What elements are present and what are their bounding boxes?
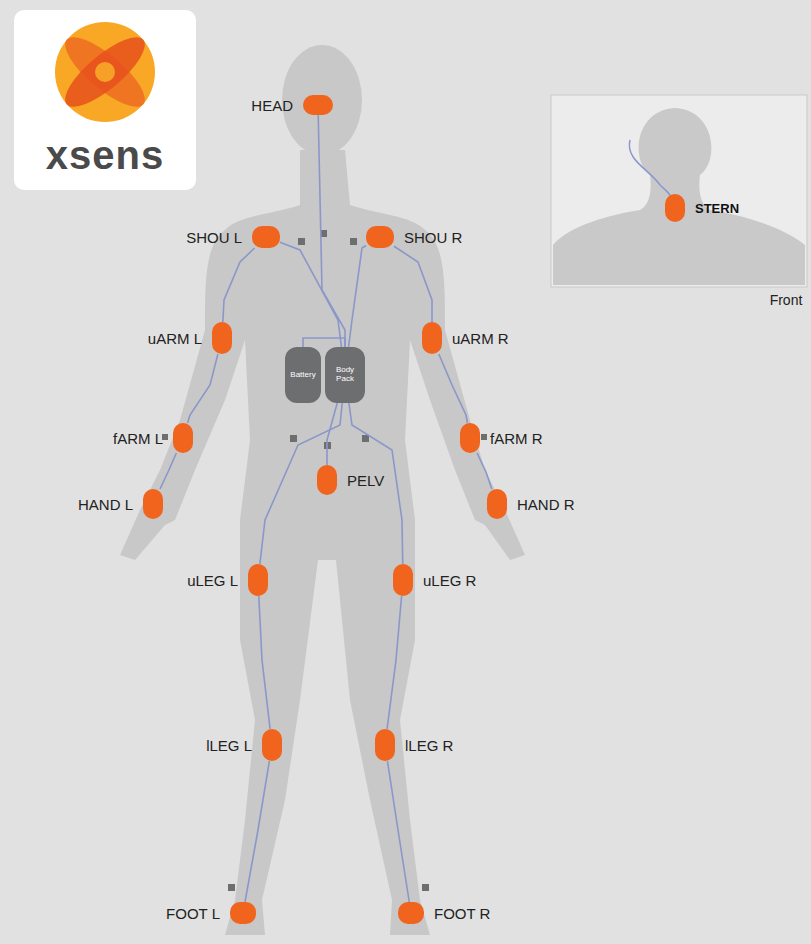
sensor-wire	[259, 596, 270, 729]
sensor-node: uARM L	[212, 322, 232, 354]
sensor-wire	[223, 248, 255, 322]
sensor-wire	[303, 338, 345, 347]
sensor-node: FOOT L	[230, 902, 256, 924]
logo-mark	[55, 22, 155, 122]
sensor-wire	[394, 246, 432, 322]
inset-panel	[551, 95, 807, 287]
sensor-node: lLEG R	[375, 729, 395, 761]
sensor-node: SHOU R	[366, 226, 394, 248]
sensor-node: fARM R	[460, 423, 480, 453]
sensor-node: HEAD	[303, 95, 333, 115]
sensor-node: uLEG R	[393, 564, 413, 596]
pack-box: Body Pack	[325, 347, 365, 403]
sensor-label: uARM R	[452, 330, 509, 347]
sensor-label: STERN	[695, 201, 739, 216]
sensor-wire	[318, 115, 345, 347]
sensor-node: uLEG L	[248, 564, 268, 596]
sensor-label: PELV	[347, 472, 384, 489]
sensor-node: SHOU L	[252, 226, 280, 248]
sternum-wire	[629, 140, 672, 200]
sensor-label: fARM L	[113, 430, 163, 447]
sensor-label: HAND L	[78, 496, 133, 513]
sensor-label: SHOU R	[404, 229, 462, 246]
sensor-wire	[439, 354, 468, 423]
sensor-label: HAND R	[517, 496, 575, 513]
view-label: Front	[770, 292, 803, 308]
sensor-node: HAND L	[143, 489, 163, 519]
pack-label: Body Pack	[325, 366, 365, 384]
sensor-wire	[387, 596, 402, 729]
body-silhouette	[120, 150, 525, 935]
sensor-node: lLEG L	[262, 729, 282, 761]
sensor-label: uLEG L	[187, 572, 238, 589]
head-silhouette	[282, 45, 362, 155]
sensor-label: HEAD	[251, 97, 293, 114]
sensor-wire	[160, 453, 176, 489]
wire-connectors	[162, 230, 487, 891]
sensor-wire	[349, 246, 366, 347]
sensor-label: fARM R	[490, 430, 543, 447]
sensor-wire	[280, 242, 341, 347]
pack-box: Battery	[285, 347, 321, 403]
sensor-label: lLEG L	[206, 737, 252, 754]
inset-silhouette	[553, 108, 805, 285]
logo-panel	[14, 10, 196, 190]
sensor-label: uLEG R	[423, 572, 476, 589]
sensor-wire	[188, 354, 218, 423]
sensor-label: uARM L	[148, 330, 202, 347]
sensor-label: FOOT L	[166, 905, 220, 922]
sensor-wire	[477, 453, 492, 489]
sensor-node: uARM R	[422, 322, 442, 354]
sensor-label: lLEG R	[405, 737, 453, 754]
logo-wordmark: xsens	[46, 133, 164, 178]
sensor-wire	[245, 761, 269, 902]
sensor-label: FOOT R	[434, 905, 490, 922]
sensor-wire	[327, 403, 337, 465]
sensor-wire	[260, 403, 342, 564]
sensor-node: FOOT R	[398, 902, 424, 924]
sensor-label: SHOU L	[186, 229, 242, 246]
sensor-node: fARM L	[173, 423, 193, 453]
sensor-node: PELV	[317, 465, 337, 495]
pack-label: Battery	[287, 371, 318, 380]
sensor-wire	[387, 761, 409, 902]
sensor-node: HAND R	[487, 489, 507, 519]
sensor-node: STERN	[665, 194, 685, 222]
